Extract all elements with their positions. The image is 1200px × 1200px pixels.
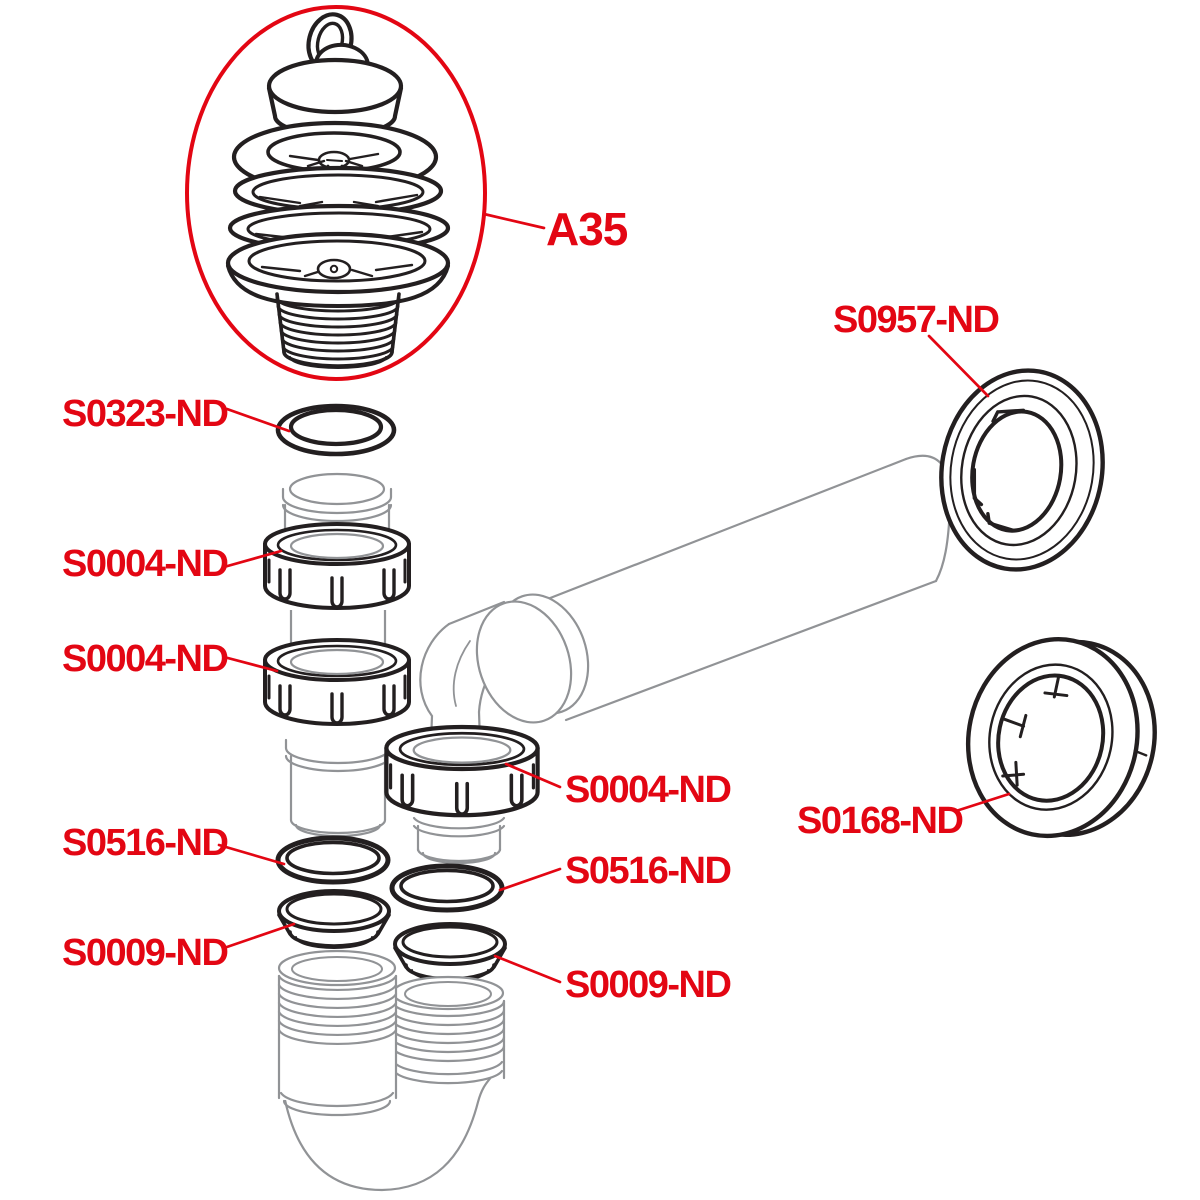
strainer-threaded-tail: [275, 292, 401, 369]
strainer-base-flange: [225, 231, 451, 309]
trap-inlet-right-threaded: [390, 975, 506, 1085]
label-s0004-top: S0004-ND: [62, 543, 227, 585]
label-s0004-elbow: S0004-ND: [565, 769, 730, 811]
label-a35: A35: [546, 203, 628, 255]
label-s0516-right: S0516-ND: [565, 850, 730, 892]
cone-washer-right-s0009: [393, 922, 507, 982]
union-nut-elbow-drawing: [386, 727, 537, 815]
leader-s0957: [927, 334, 990, 398]
leader-s0009-right: [493, 954, 562, 984]
union-nut-middle-drawing: [263, 638, 411, 726]
tailpiece-tube-top: [281, 472, 393, 530]
label-s0009-left: S0009-ND: [62, 932, 227, 974]
leader-a35: [482, 212, 546, 230]
tailpiece-tube-lower: [284, 738, 392, 838]
trap-inlet-left-threaded: [277, 949, 398, 1117]
leader-lines: [217, 212, 1011, 984]
outlet-pipe-drawing: [475, 454, 952, 724]
label-s0168: S0168-ND: [797, 800, 962, 842]
leader-s0323: [225, 407, 291, 433]
leader-s0009-left: [222, 922, 296, 950]
cone-washer-left-s0009: [277, 889, 391, 949]
o-ring-left-s0516: [275, 835, 391, 885]
flat-gasket-s0323-drawing: [275, 403, 397, 457]
part-labels: A35 S0323-ND S0004-ND S0004-ND S0516-ND …: [62, 203, 1000, 1006]
label-s0516-left: S0516-ND: [62, 822, 227, 864]
leader-s0516-left: [217, 843, 286, 866]
leader-s0004-top: [222, 549, 283, 569]
label-s0004-middle: S0004-ND: [62, 638, 227, 680]
drain-strainer-assembly-drawing: [225, 12, 451, 369]
leader-s0516-right: [498, 867, 562, 892]
collar-ring-s0168-drawing: [965, 636, 1157, 839]
label-s0323: S0323-ND: [62, 393, 227, 435]
leader-s0004-elbow: [504, 762, 562, 789]
label-s0009-right: S0009-ND: [565, 964, 730, 1006]
elbow-stub-tube: [412, 816, 506, 865]
label-s0957: S0957-ND: [833, 299, 998, 341]
wall-rosette-s0957-drawing: [939, 368, 1105, 572]
leader-s0004-middle: [222, 655, 279, 673]
union-nut-top-drawing: [263, 522, 411, 610]
leader-s0168: [954, 792, 1011, 813]
red-highlight-ellipse: [185, 5, 487, 381]
o-ring-right-s0516: [389, 863, 505, 913]
